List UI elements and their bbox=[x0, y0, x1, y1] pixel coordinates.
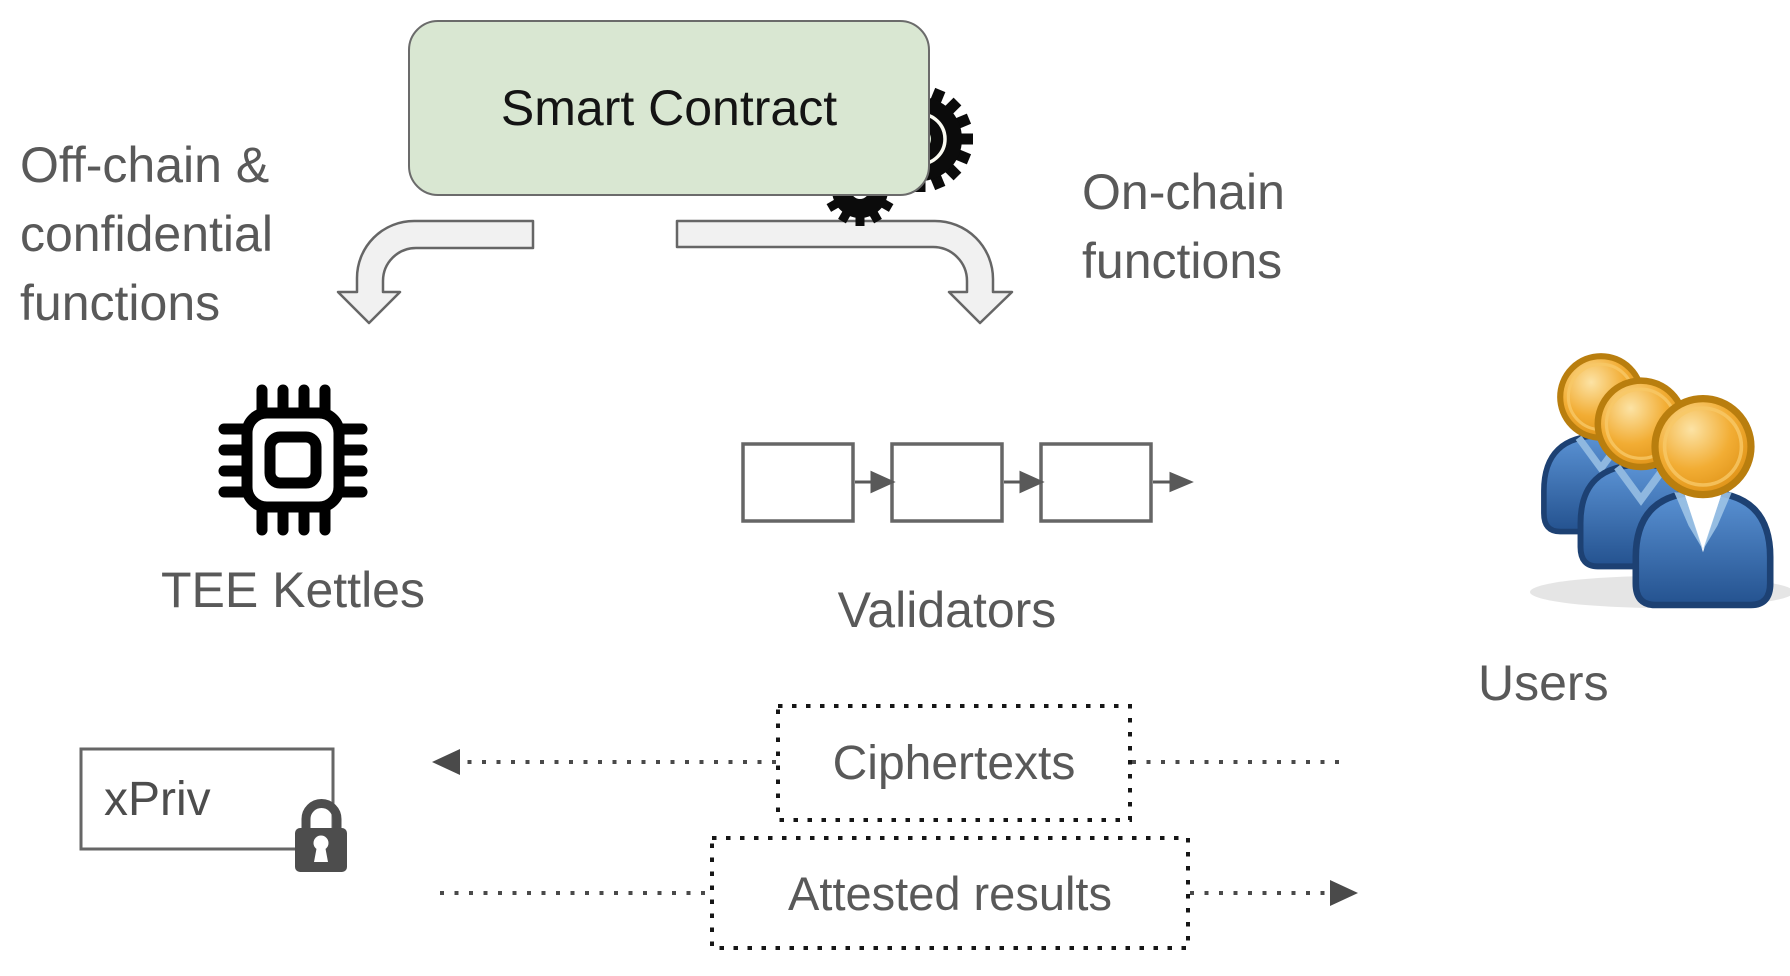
block-3 bbox=[1039, 442, 1153, 523]
branch-arrow-left bbox=[336, 219, 535, 325]
block-1 bbox=[741, 442, 855, 523]
block-2 bbox=[890, 442, 1004, 523]
ciphertexts-dotted-box bbox=[776, 704, 1132, 822]
users-group-icon bbox=[1530, 353, 1790, 609]
smart-contract-box: Smart Contract bbox=[408, 20, 930, 196]
cpu-chip-icon bbox=[218, 384, 368, 536]
xpriv-box bbox=[79, 747, 335, 851]
validators-label: Validators bbox=[837, 582, 1057, 638]
attested-dotted-box bbox=[710, 836, 1190, 950]
ciphertexts-arrowhead-left bbox=[432, 749, 460, 775]
ciphertexts-flow bbox=[432, 704, 1345, 822]
smart-contract-title: Smart Contract bbox=[500, 80, 838, 136]
padlock-icon bbox=[295, 799, 347, 872]
attested-results-flow bbox=[440, 836, 1358, 950]
attested-results-label: Attested results bbox=[788, 866, 1112, 920]
block-connector-arrows bbox=[855, 470, 1194, 494]
tee-kettles-label: TEE Kettles bbox=[161, 562, 425, 618]
attested-arrowhead-right bbox=[1330, 880, 1358, 906]
onchain-functions-label: On-chain functions bbox=[1082, 164, 1285, 289]
branch-arrow-right bbox=[675, 219, 1014, 325]
blockchain-blocks bbox=[741, 442, 1194, 523]
xpriv-label: xPriv bbox=[104, 772, 211, 826]
ciphertexts-label: Ciphertexts bbox=[832, 736, 1076, 790]
offchain-functions-label: Off-chain & confidential functions bbox=[20, 137, 273, 331]
users-label: Users bbox=[1478, 655, 1609, 711]
